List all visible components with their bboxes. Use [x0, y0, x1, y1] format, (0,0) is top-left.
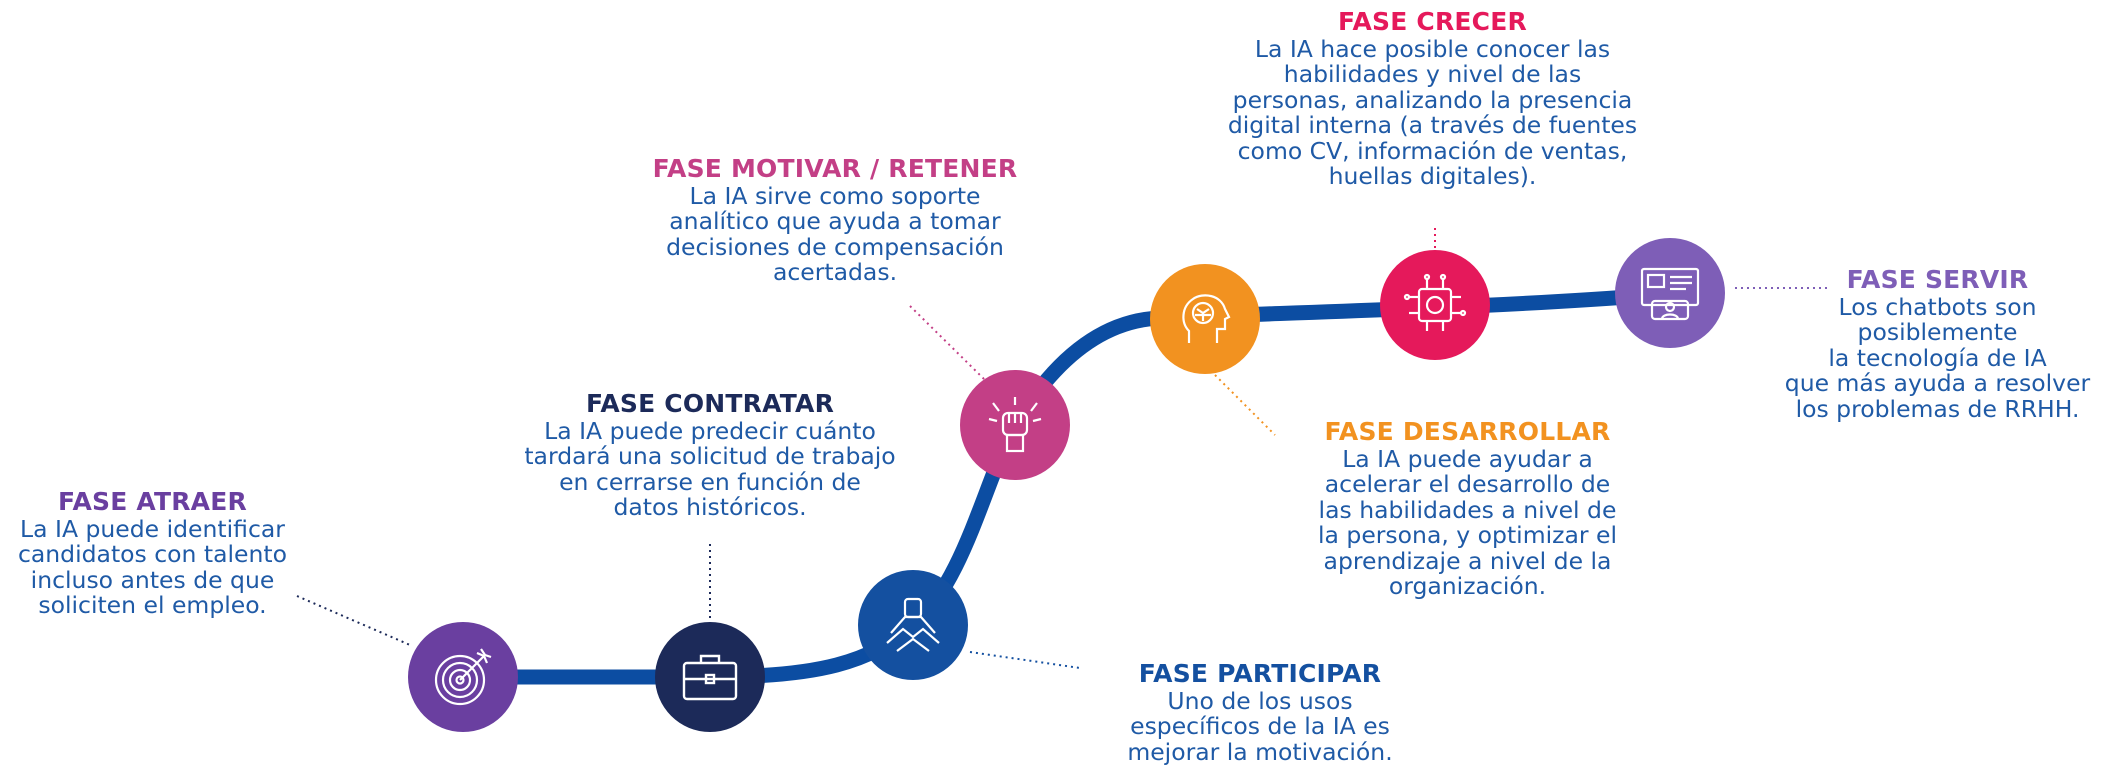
desc-line: La IA puede identificar	[20, 515, 285, 543]
desc-line: acertadas.	[772, 258, 898, 287]
chatbot-screen-icon	[1640, 267, 1700, 321]
phase-atraer: FASE ATRAER La IA puede identificar cand…	[0, 488, 305, 619]
ai-chip-icon	[1403, 273, 1467, 331]
phase-contratar: FASE CONTRATAR La IA puede predecir cuán…	[475, 390, 945, 521]
phase-circle-participar	[858, 570, 968, 680]
phase-description: La IA hace posible conocer las habilidad…	[1195, 35, 1670, 190]
desc-line: datos históricos.	[613, 493, 807, 522]
desc-line: La IA puede ayudar a	[1342, 445, 1593, 473]
phase-title: FASE PARTICIPAR	[1138, 659, 1382, 688]
phase-circle-contratar	[655, 622, 765, 732]
desc-line: Uno de los usos	[1167, 687, 1353, 715]
phase-circle-desarrollar	[1150, 264, 1260, 374]
phase-description: La IA puede identificar candidatos con t…	[0, 515, 305, 620]
phase-circle-servir	[1615, 238, 1725, 348]
desc-line: las habilidades a nivel de	[1318, 495, 1617, 524]
desc-line: aprendizaje a nivel de la	[1323, 546, 1612, 575]
desc-line: La IA sirve como soporte	[689, 182, 981, 210]
phase-participar: FASE PARTICIPAR Uno de los usos específi…	[1095, 660, 1425, 765]
phase-title: FASE CONTRATAR	[585, 389, 835, 418]
phase-crecer: FASE CRECER La IA hace posible conocer l…	[1195, 8, 1670, 189]
phase-description: La IA sirve como soporte analítico que a…	[625, 182, 1045, 287]
desc-line: tardará una solicitud de trabajo	[524, 442, 896, 471]
desc-line: personas, analizando la presencia	[1232, 85, 1633, 114]
desc-line: La IA hace posible conocer las	[1254, 35, 1611, 63]
team-hands-icon	[886, 597, 940, 652]
phase-circle-crecer	[1380, 250, 1490, 360]
desc-line: que más ayuda a resolver	[1784, 369, 2091, 398]
desc-line: la persona, y optimizar el	[1318, 521, 1617, 550]
desc-line: acelerar el desarrollo de	[1324, 470, 1611, 499]
phase-title: FASE DESARROLLAR	[1324, 417, 1611, 446]
raised-fist-icon	[988, 397, 1042, 453]
phase-desarrollar: FASE DESARROLLAR La IA puede ayudar a ac…	[1295, 418, 1640, 599]
phase-circle-motivar	[960, 370, 1070, 480]
phase-description: Los chatbots son posiblemente la tecnolo…	[1762, 293, 2113, 423]
desc-line: en cerrarse en función de	[559, 467, 861, 496]
desc-line: posiblemente	[1857, 318, 2018, 347]
phase-title: FASE SERVIR	[1846, 265, 2029, 294]
desc-line: analítico que ayuda a tomar	[669, 207, 1001, 236]
phase-motivar: FASE MOTIVAR / RETENER La IA sirve como …	[625, 155, 1045, 286]
desc-line: digital interna (a través de fuentes	[1227, 111, 1638, 140]
connector-motivar	[909, 305, 986, 381]
desc-line: huellas digitales).	[1328, 161, 1537, 190]
phase-description: La IA puede ayudar a acelerar el desarro…	[1295, 445, 1640, 600]
connector-desarrollar	[1214, 374, 1276, 436]
connector-atraer	[296, 595, 411, 646]
phase-description: Uno de los usos específicos de la IA es …	[1095, 687, 1425, 766]
phase-title: FASE ATRAER	[58, 487, 247, 516]
desc-line: como CV, información de ventas,	[1237, 136, 1628, 165]
target-icon	[434, 648, 492, 706]
phase-description: La IA puede predecir cuánto tardará una …	[475, 417, 945, 522]
phase-title: FASE MOTIVAR / RETENER	[652, 154, 1018, 183]
desc-line: soliciten el empleo.	[38, 591, 267, 620]
phase-title: FASE CRECER	[1338, 7, 1527, 36]
brain-head-icon	[1182, 294, 1231, 343]
briefcase-icon	[682, 654, 738, 701]
phase-servir: FASE SERVIR Los chatbots son posiblement…	[1762, 266, 2113, 422]
desc-line: mejorar la motivación.	[1127, 737, 1393, 766]
desc-line: habilidades y nivel de las	[1283, 60, 1582, 89]
desc-line: Los chatbots son	[1838, 293, 2037, 321]
phase-circle-atraer	[408, 622, 518, 732]
connector-participar	[969, 651, 1081, 669]
desc-line: los problemas de RRHH.	[1795, 394, 2080, 423]
desc-line: candidatos con talento	[17, 540, 288, 569]
desc-line: la tecnología de IA	[1828, 343, 2047, 372]
desc-line: específicos de la IA es	[1130, 712, 1390, 741]
desc-line: decisiones de compensación	[666, 232, 1004, 261]
desc-line: La IA puede predecir cuánto	[544, 417, 876, 445]
desc-line: organización.	[1388, 571, 1547, 600]
desc-line: incluso antes de que	[30, 565, 275, 594]
